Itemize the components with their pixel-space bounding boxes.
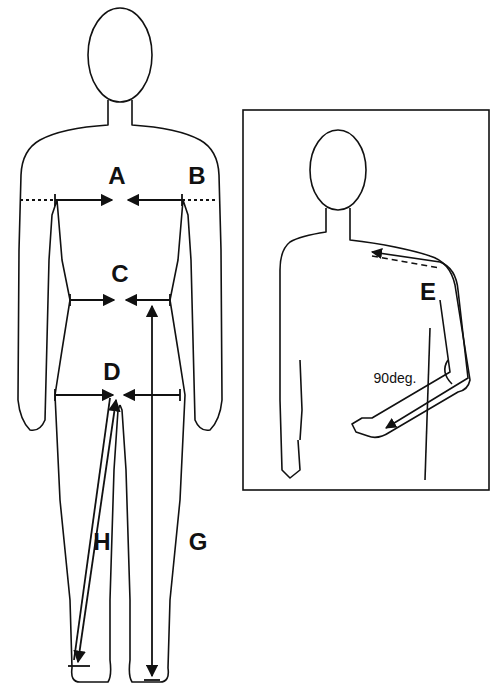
tick xyxy=(69,294,71,306)
measure-arrow xyxy=(126,299,170,301)
dotted-extension xyxy=(20,199,55,201)
tick xyxy=(169,294,171,306)
measure-arrow xyxy=(70,299,114,301)
measurement-letter: C xyxy=(111,262,128,286)
measure-arrow xyxy=(124,394,180,396)
measure-arrow xyxy=(78,400,116,662)
measure-arrow xyxy=(372,252,468,428)
angle-label: 90deg. xyxy=(373,371,418,385)
tick xyxy=(68,665,90,667)
measure-line xyxy=(74,398,110,660)
tick xyxy=(144,679,160,681)
measurement-letter: E xyxy=(420,280,436,304)
measurement-letter: G xyxy=(189,530,208,554)
tick xyxy=(140,299,152,301)
tick xyxy=(54,389,56,401)
arm-inner xyxy=(300,360,302,440)
measurement-letter: B xyxy=(188,164,205,188)
measurement-letter: H xyxy=(93,530,110,554)
measure-arrow xyxy=(128,199,182,201)
arm-outline xyxy=(350,208,470,437)
measure-arrow xyxy=(55,199,112,201)
body-outline xyxy=(120,100,222,682)
tick xyxy=(54,194,56,206)
head xyxy=(88,8,152,102)
inset-frame xyxy=(243,110,489,490)
dotted-extension xyxy=(182,199,218,201)
angle-arc xyxy=(445,360,452,384)
measurement-letter: A xyxy=(108,164,125,188)
body-outline xyxy=(280,208,326,478)
measure-arrow xyxy=(151,306,153,676)
body-outline xyxy=(18,100,120,682)
measurement-letter: D xyxy=(103,360,120,384)
head xyxy=(310,130,366,210)
measure-arrow xyxy=(55,394,113,396)
tick xyxy=(179,389,181,401)
